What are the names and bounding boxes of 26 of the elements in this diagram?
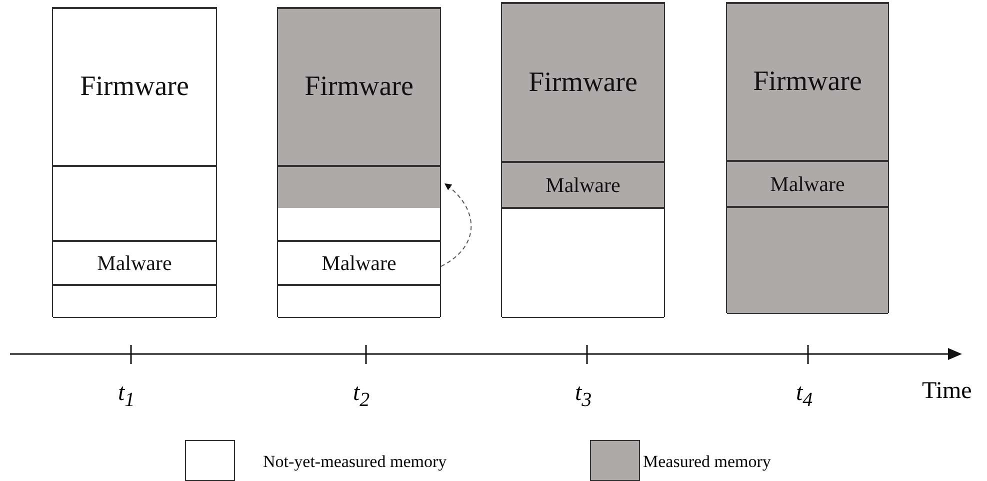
memory-column [726, 2, 889, 313]
memory-block [278, 166, 440, 241]
memory-column [277, 7, 441, 317]
memory-column [52, 7, 217, 317]
memory-block [53, 285, 216, 318]
tick-label: t$_{4}$ [796, 380, 813, 412]
memory-region: Firmware [502, 3, 664, 162]
memory-column [501, 2, 665, 317]
memory-block [53, 166, 216, 241]
memory-region: Malware [278, 241, 440, 285]
legend-label: Measured memory [643, 452, 771, 472]
arrow [440, 183, 472, 267]
memory-block [278, 285, 440, 318]
memory-region: Firmware [727, 3, 888, 161]
tick-label: t$_{1}$ [118, 380, 135, 412]
tick-label: t$_{2}$ [353, 380, 370, 412]
memory-region: Firmware [278, 8, 440, 166]
memory-block [502, 208, 664, 318]
legend-label: Not-yet-measured memory [263, 452, 447, 472]
memory-region: Malware [727, 161, 888, 207]
tick-label: t$_{3}$ [575, 380, 592, 412]
axis-label: Time [922, 378, 972, 405]
memory-block [727, 207, 888, 314]
memory-region: Malware [53, 241, 216, 285]
memory-region: Firmware [53, 8, 216, 166]
memory-region: Malware [502, 162, 664, 208]
